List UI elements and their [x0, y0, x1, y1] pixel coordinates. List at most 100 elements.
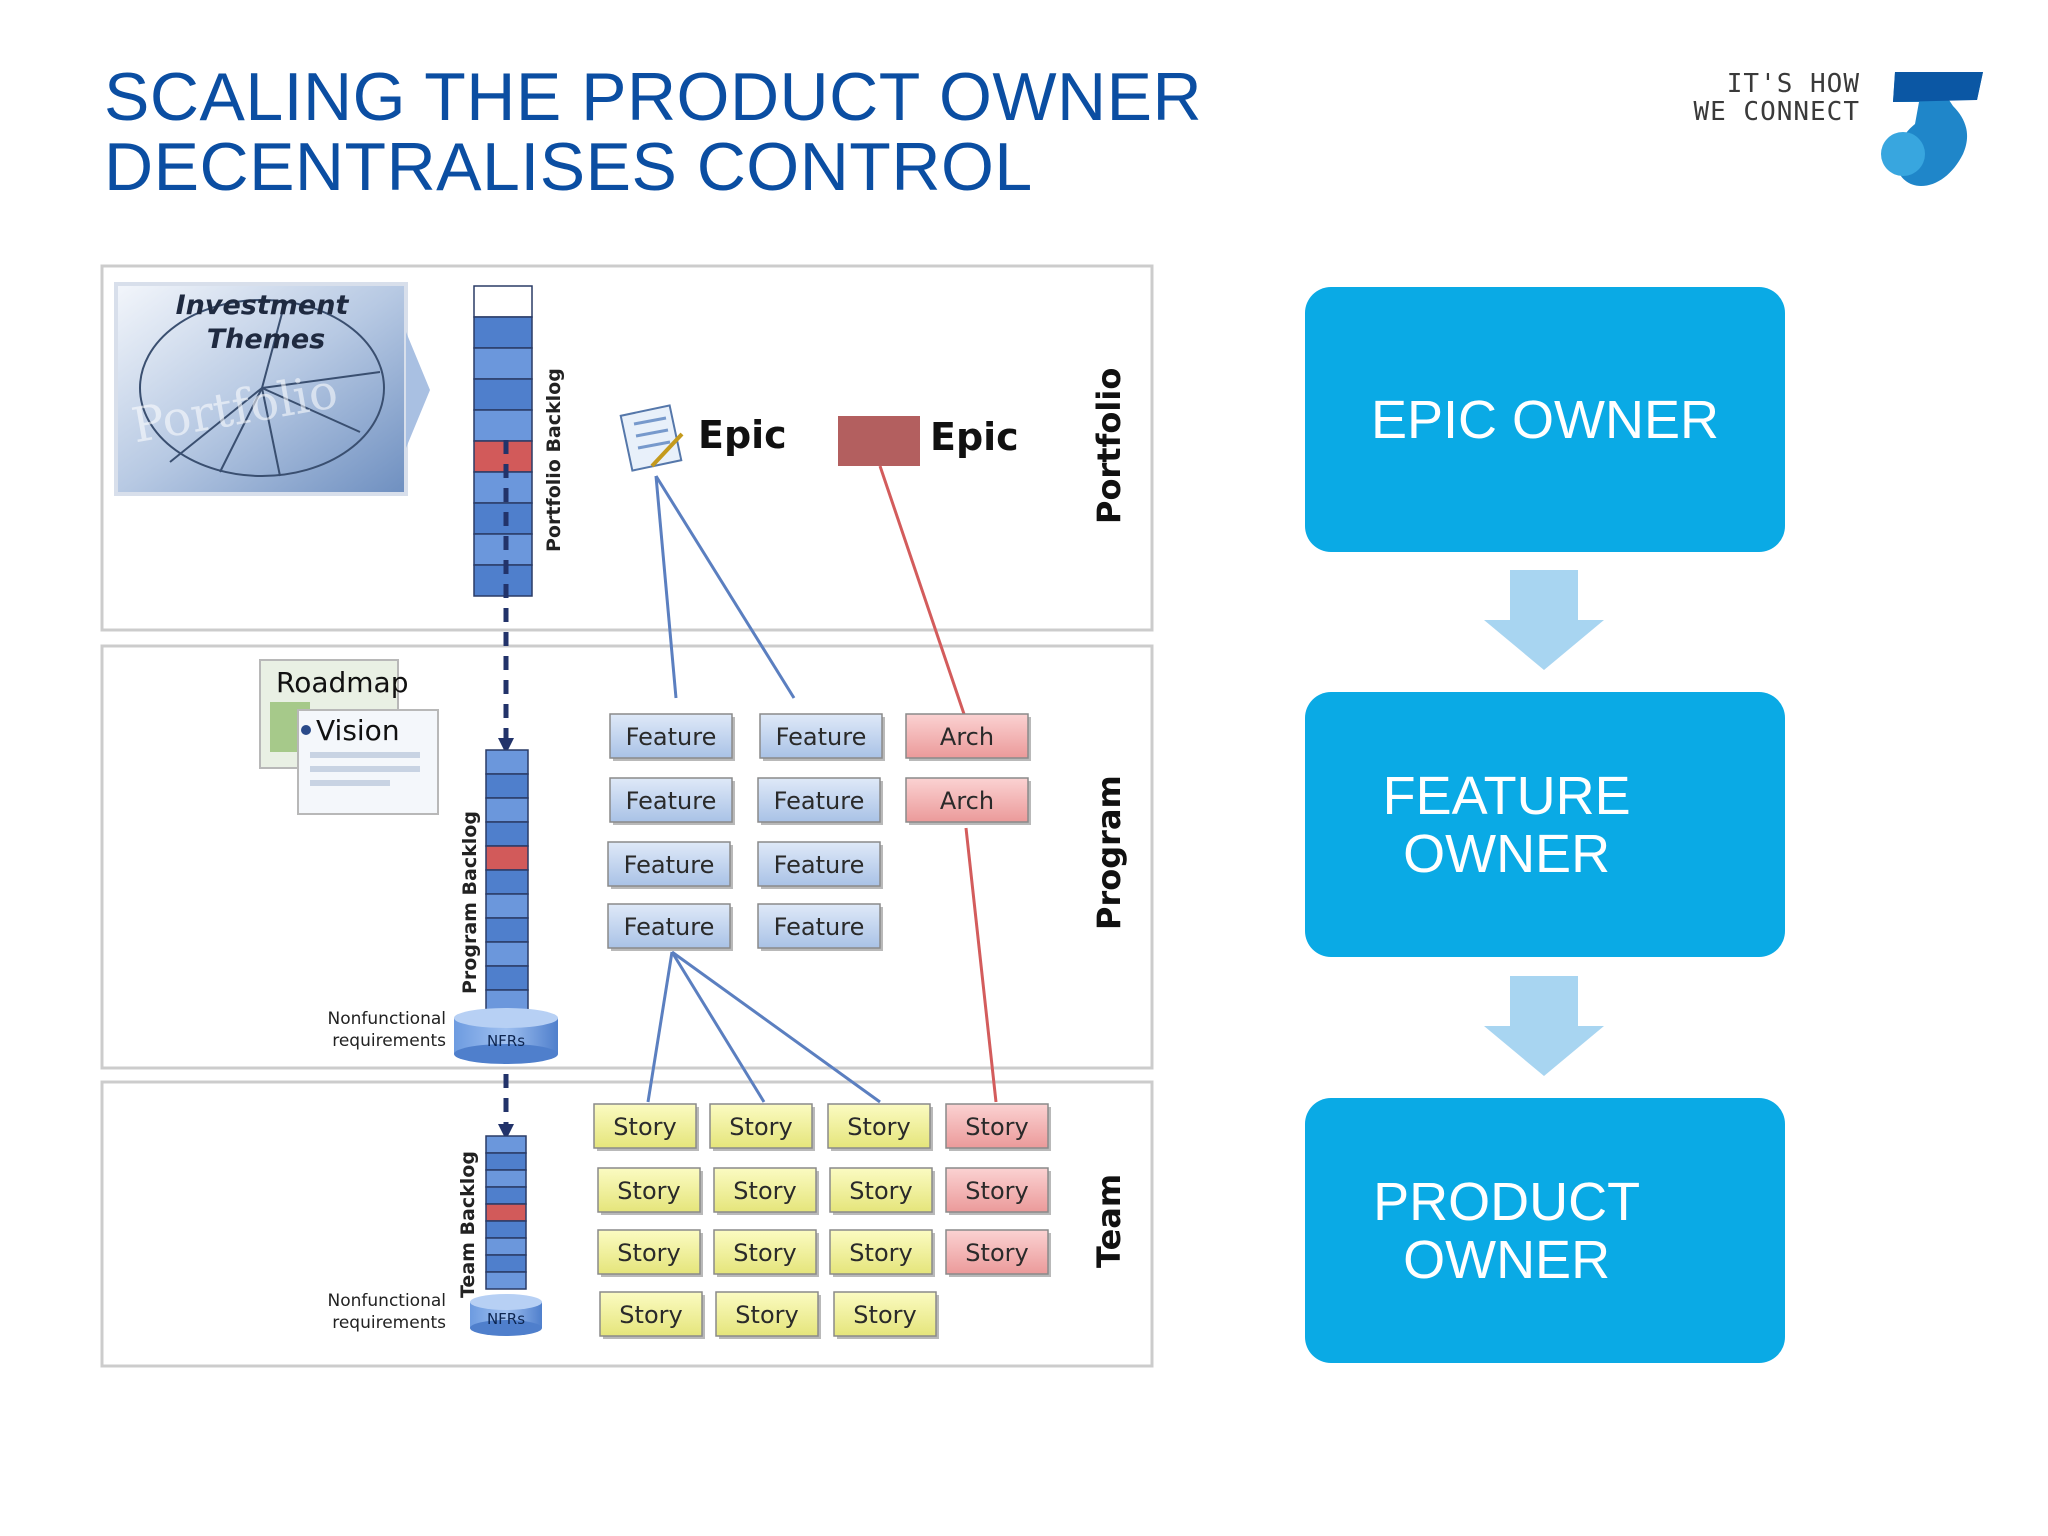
- backlog-item: [473, 533, 533, 566]
- portfolio-level-label: Portfolio: [1090, 368, 1128, 524]
- down-arrow-icon: [1484, 976, 1604, 1076]
- story-card: [833, 1291, 937, 1337]
- epic-document-icon: [619, 404, 684, 472]
- team-nfrs-label: NFRs: [487, 1310, 525, 1328]
- feature-card: [609, 713, 733, 759]
- team-backlog-label: Team Backlog: [457, 1151, 479, 1298]
- backlog-item: [485, 749, 529, 775]
- backlog-item: [473, 440, 533, 473]
- backlog-item: [485, 893, 529, 919]
- roadmap-vision-docs: [259, 659, 439, 815]
- story-card-label: Story: [729, 1113, 792, 1141]
- arch-story-card-label: Story: [965, 1239, 1028, 1267]
- program-nfrs-cylinder: [454, 1008, 558, 1064]
- page-title: SCALING THE PRODUCT OWNER DECENTRALISES …: [104, 62, 1404, 202]
- backlog-item: [473, 409, 533, 442]
- investment-themes-line-2: Themes: [207, 324, 325, 355]
- feature-card-label: Feature: [624, 851, 715, 879]
- feature-card: [757, 841, 881, 887]
- backlog-item: [485, 797, 529, 823]
- backlog-item: [485, 1152, 527, 1171]
- story-card: [593, 1103, 697, 1149]
- story-card-label: Story: [733, 1177, 796, 1205]
- backlog-item: [485, 1220, 527, 1239]
- story-card: [597, 1167, 701, 1213]
- team-backlog-stack: [485, 1135, 527, 1290]
- backlog-item: [485, 1135, 527, 1154]
- feature-card-label: Feature: [776, 723, 867, 751]
- epic-feature-connectors: [646, 475, 881, 1104]
- arch-card-label: Arch: [940, 787, 994, 815]
- arch-card: [905, 777, 1029, 823]
- story-card-label: Story: [849, 1177, 912, 1205]
- program-nfrs-label: NFRs: [487, 1032, 525, 1050]
- vision-label: Vision: [316, 714, 400, 747]
- arch-story-card: [945, 1167, 1049, 1213]
- feature-card: [609, 777, 733, 823]
- product-owner-line-1: PRODUCT: [1373, 1171, 1641, 1232]
- backlog-item: [473, 564, 533, 597]
- backlog-item: [485, 1169, 527, 1188]
- safe-diagram: Portfolio Investment Themes Portfolio Ba…: [100, 262, 1156, 1370]
- logo-tagline: IT'S HOW WE CONNECT: [1690, 70, 1860, 126]
- program-backlog-stack: [485, 749, 529, 1015]
- feature-card: [757, 903, 881, 949]
- feature-owner-box: FEATURE OWNER: [1305, 692, 1785, 957]
- product-owner-box: PRODUCT OWNER: [1305, 1098, 1785, 1363]
- backlog-item: [485, 917, 529, 943]
- backlog-item: [485, 1203, 527, 1222]
- story-card-label: Story: [849, 1239, 912, 1267]
- story-card-label: Story: [617, 1239, 680, 1267]
- epic-business-label: Epic: [698, 413, 787, 457]
- roadmap-label: Roadmap: [276, 666, 408, 699]
- epic-owner-box: EPIC OWNER: [1305, 287, 1785, 552]
- story-card: [599, 1291, 703, 1337]
- arch-story-card: [945, 1229, 1049, 1275]
- program-nfr-desc-2: requirements: [332, 1031, 446, 1051]
- portfolio-backlog-stack: [473, 285, 533, 597]
- feature-card: [607, 841, 731, 887]
- team-nfr-desc-1: Nonfunctional: [328, 1291, 446, 1311]
- team-nfr-desc-2: requirements: [332, 1313, 446, 1333]
- feature-card-label: Feature: [626, 787, 717, 815]
- story-card: [827, 1103, 931, 1149]
- feature-card-label: Feature: [624, 913, 715, 941]
- story-card: [597, 1229, 701, 1275]
- feature-owner-line-1: FEATURE: [1382, 765, 1631, 826]
- story-card-label: Story: [735, 1301, 798, 1329]
- epic-arch-label: Epic: [930, 415, 1019, 459]
- team-nfrs-cylinder: [470, 1294, 542, 1336]
- arch-story-card-label: Story: [965, 1113, 1028, 1141]
- program-level-label: Program: [1090, 775, 1128, 930]
- story-card: [713, 1167, 817, 1213]
- backlog-item: [473, 471, 533, 504]
- arch-connectors: [878, 465, 998, 1103]
- story-card: [715, 1291, 819, 1337]
- arch-story-card: [945, 1103, 1049, 1149]
- program-nfr-desc-1: Nonfunctional: [328, 1009, 446, 1029]
- backlog-item: [485, 965, 529, 991]
- story-card: [829, 1167, 933, 1213]
- logo-tagline-line-1: IT'S HOW: [1726, 69, 1860, 99]
- program-backlog-label: Program Backlog: [459, 811, 481, 994]
- feature-card: [759, 713, 883, 759]
- portfolio-backlog-label: Portfolio Backlog: [543, 368, 565, 552]
- arch-card-label: Arch: [940, 723, 994, 751]
- feature-card: [757, 777, 881, 823]
- feature-card: [607, 903, 731, 949]
- title-line-2: DECENTRALISES CONTROL: [104, 129, 1033, 205]
- story-card-label: Story: [853, 1301, 916, 1329]
- feature-card-label: Feature: [774, 913, 865, 941]
- backlog-item: [485, 845, 529, 871]
- story-card: [829, 1229, 933, 1275]
- story-card-label: Story: [617, 1177, 680, 1205]
- product-owner-line-2: OWNER: [1403, 1229, 1611, 1290]
- backlog-item: [473, 502, 533, 535]
- arch-story-card-label: Story: [965, 1177, 1028, 1205]
- investment-themes-image: Portfolio Investment Themes: [114, 282, 430, 496]
- story-card: [713, 1229, 817, 1275]
- telstra-t-logo-icon: [1881, 72, 1983, 186]
- arch-card: [905, 713, 1029, 759]
- backlog-item: [473, 347, 533, 380]
- feature-card-label: Feature: [774, 851, 865, 879]
